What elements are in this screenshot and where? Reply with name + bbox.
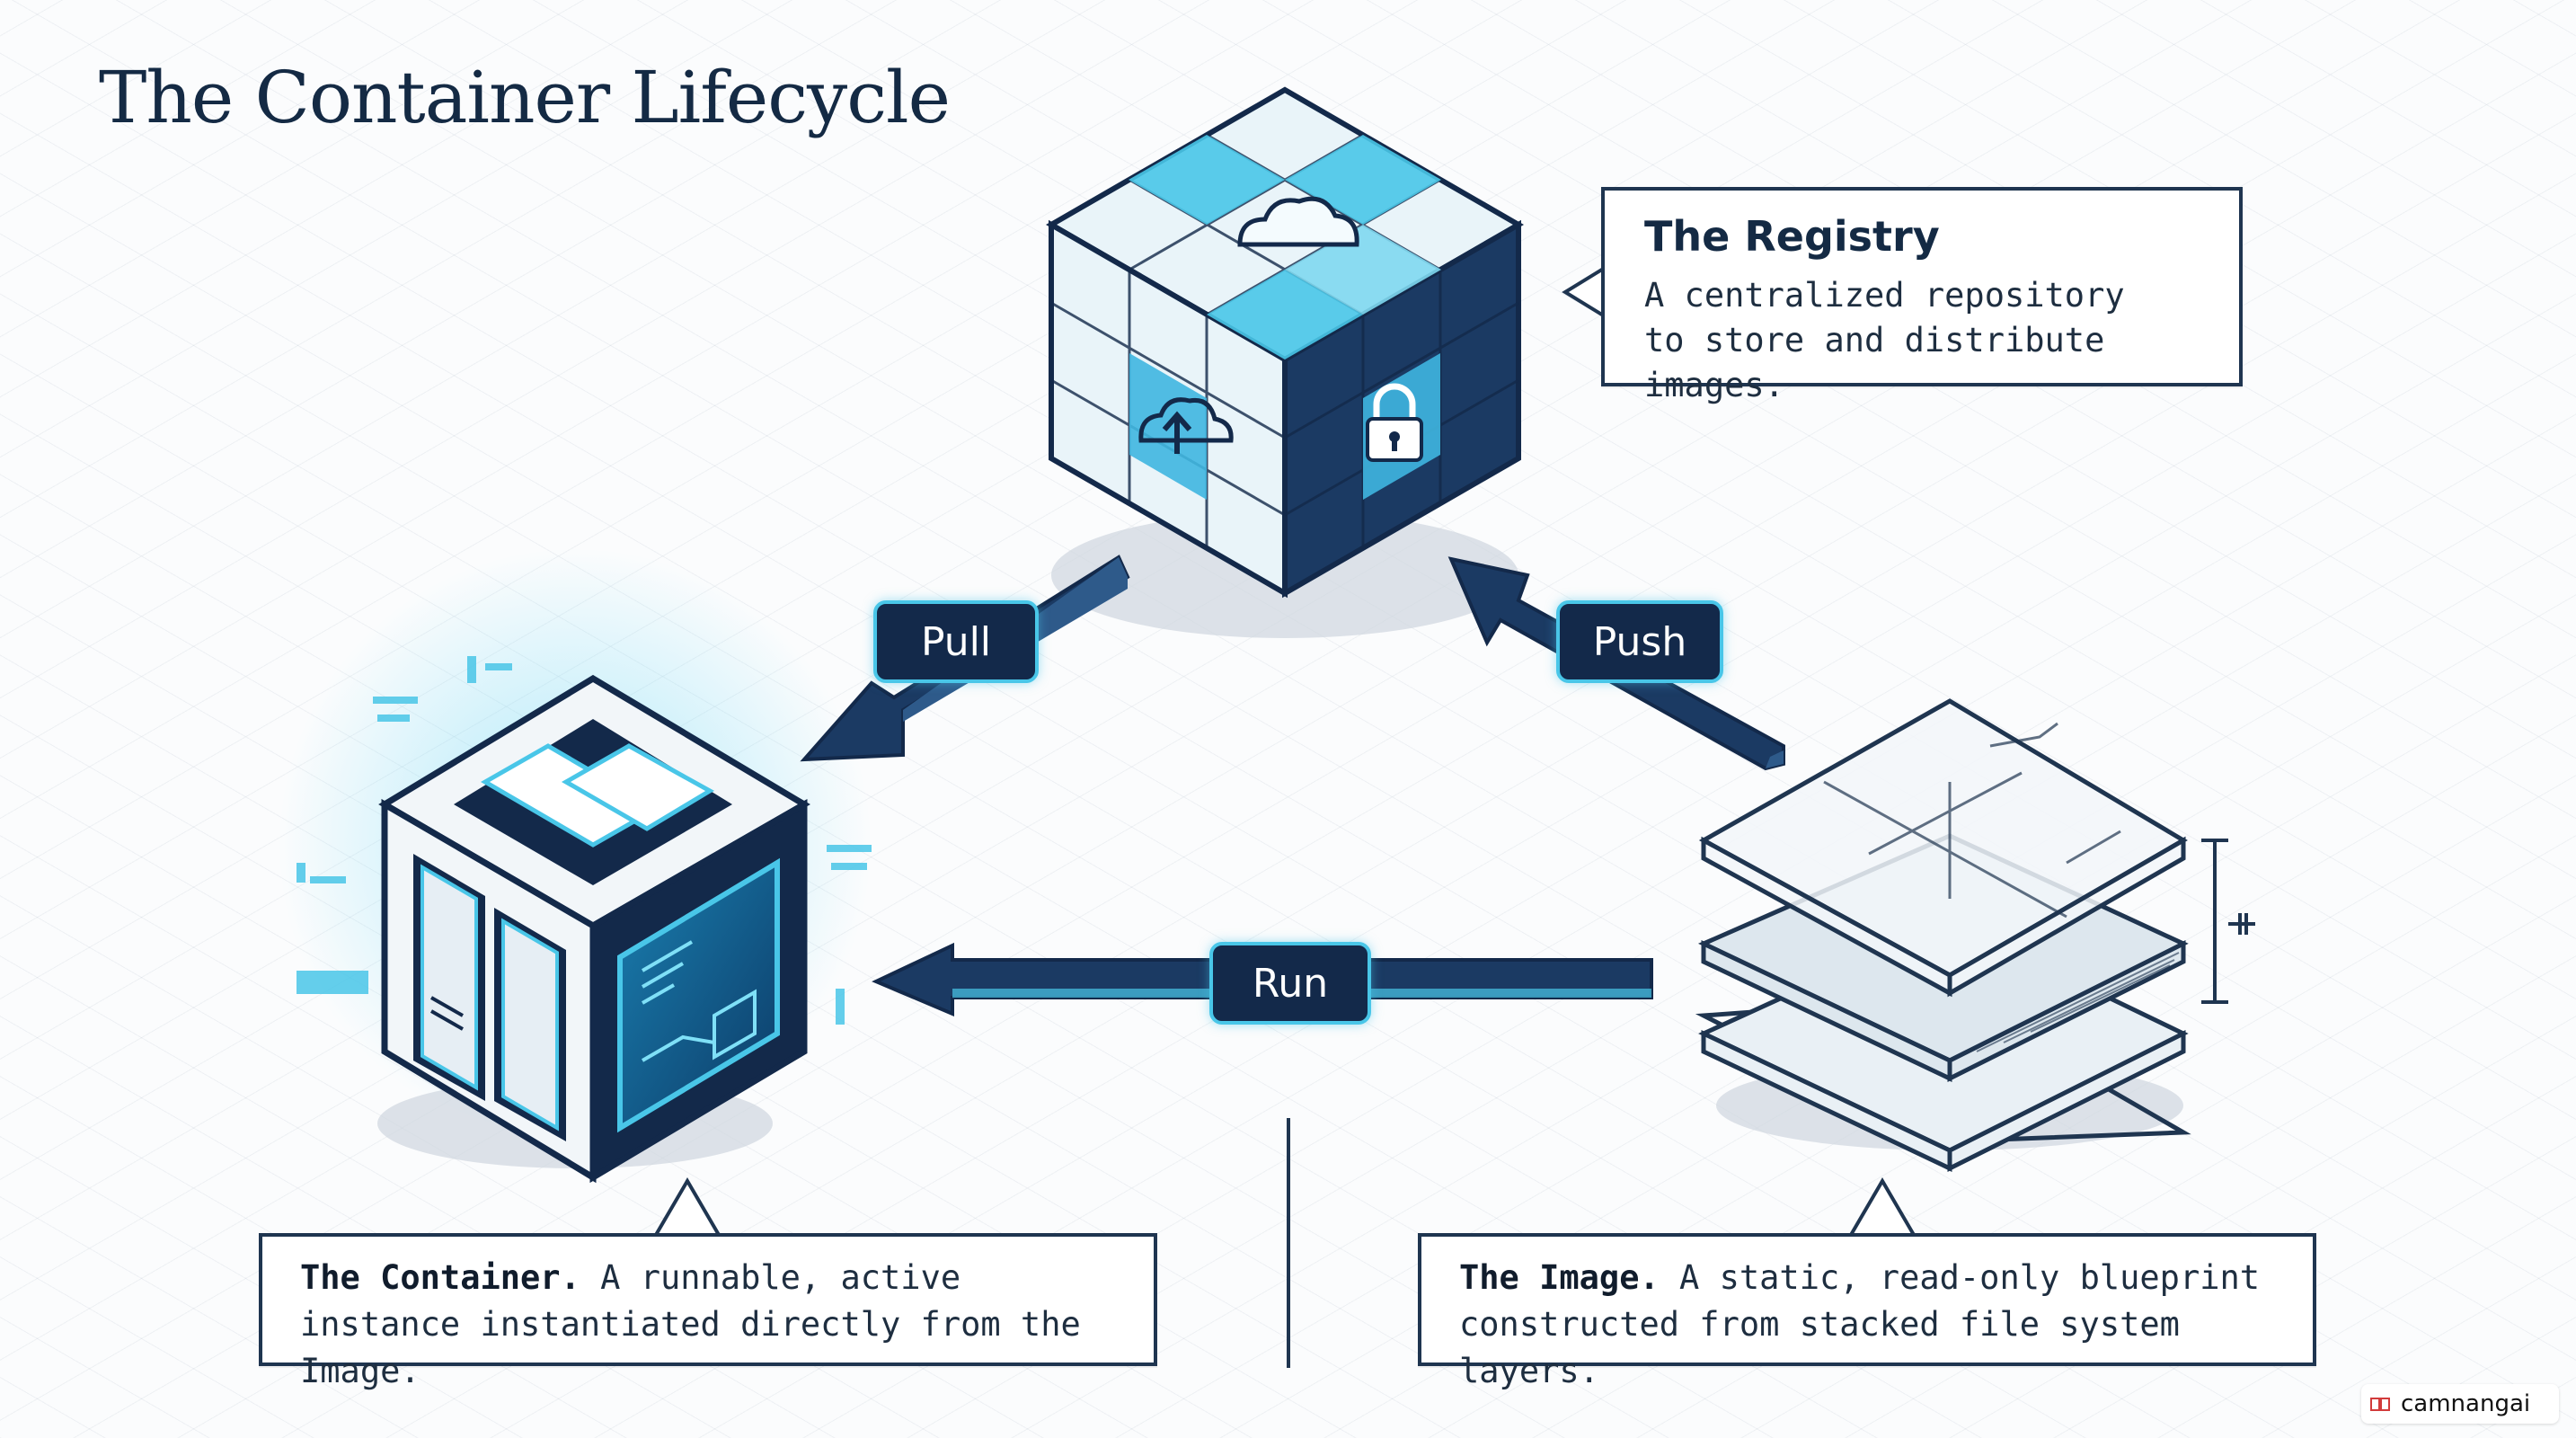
run-label: Run [1209,942,1371,1025]
watermark-badge: camnangai [2361,1384,2559,1424]
book-icon [2370,1398,2390,1411]
container-description: A runnable, active instance instantiated… [300,1258,1081,1390]
lock-icon [1366,383,1423,462]
watermark-text: camnangai [2401,1390,2531,1417]
image-callout: The Image. A static, read-only blueprint… [1418,1233,2316,1390]
image-callout-pointer [1847,1177,1917,1240]
container-callout: The Container. A runnable, active instan… [259,1233,1157,1390]
pull-label: Pull [873,600,1039,683]
registry-description: A centralized repository to store and di… [1644,276,2125,404]
container-callout-pointer [652,1177,722,1240]
registry-heading: The Registry [1644,212,1940,261]
registry-callout: The Registry A centralized repository to… [1601,187,2243,404]
container-cube-icon [279,548,872,1184]
container-heading: The Container. [300,1258,580,1297]
stacked-layers-icon [1695,698,2255,1173]
push-label: Push [1556,600,1723,683]
page-title: The Container Lifecycle [99,56,951,139]
cloud-upload-icon [1138,397,1234,454]
image-heading: The Image. [1459,1258,1660,1297]
image-description: A static, read-only blueprint constructe… [1459,1258,2261,1390]
cloud-icon [1237,196,1359,247]
registry-cube-icon [1045,86,1525,638]
center-divider [1287,1118,1290,1368]
